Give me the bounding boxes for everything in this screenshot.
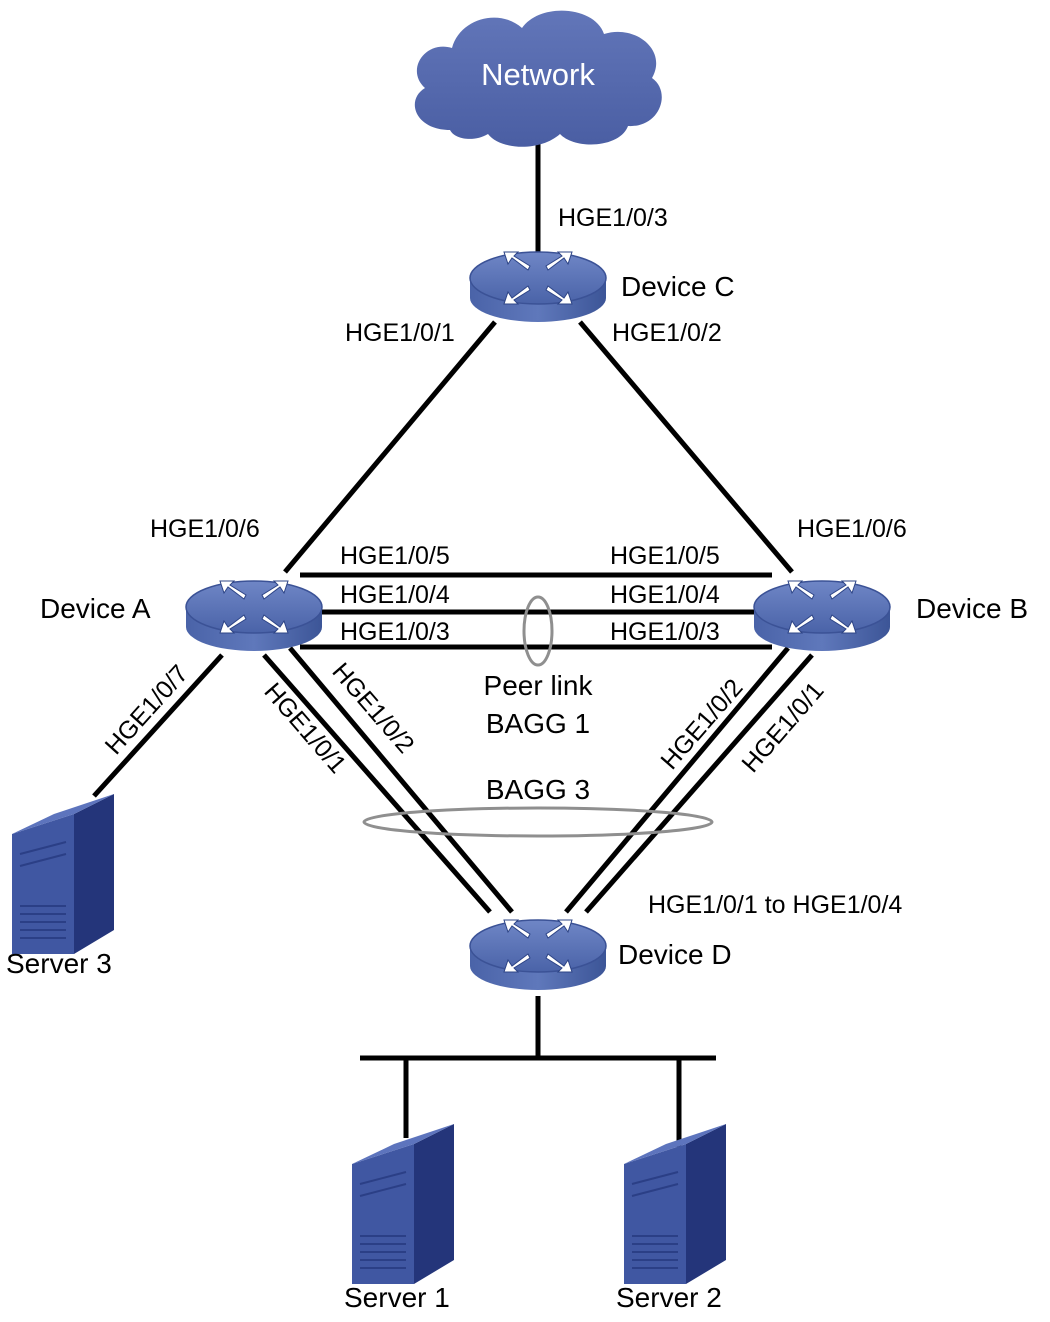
port-a-p3: HGE1/0/3 [340,618,450,646]
link-device-a-to-server-3 [92,653,224,798]
link-b-d-hge2 [564,646,790,914]
server-2-label: Server 2 [616,1282,722,1313]
port-c-to-b: HGE1/0/2 [612,319,722,347]
port-a-to-c: HGE1/0/6 [150,515,260,543]
port-b-p3: HGE1/0/3 [610,618,720,646]
link-a-d-hge2 [288,646,514,914]
device-a-label: Device A [40,593,151,624]
bagg3-ring [362,806,714,838]
link-device-c-to-device-b [578,320,794,574]
server-1-label: Server 1 [344,1282,450,1313]
server-2-icon [624,1124,727,1284]
device-a-switch-icon [185,580,323,652]
link-device-c-to-device-a [283,320,497,574]
port-c-uplink: HGE1/0/3 [558,204,668,232]
server-3-icon [12,794,115,954]
server-3-label: Server 3 [6,948,112,979]
cloud-shape [414,10,662,147]
port-b-to-d-2: HGE1/0/2 [655,674,748,775]
link-a-d-hge1 [262,653,492,914]
device-d-switch-icon [469,919,607,991]
port-c-to-a: HGE1/0/1 [345,319,455,347]
network-cloud: Network [414,10,662,147]
port-a-to-server3: HGE1/0/7 [100,660,194,760]
cloud-label: Network [481,57,595,92]
link-b-d-hge1 [584,653,814,914]
port-a-p4: HGE1/0/4 [340,581,450,609]
device-b-switch-icon [753,580,891,652]
bagg1-ring [522,595,554,667]
device-c-label: Device C [621,271,735,302]
bagg3-label: BAGG 3 [486,774,590,805]
port-a-p5: HGE1/0/5 [340,542,450,570]
peer-link-label: Peer link [484,670,594,701]
device-c-switch-icon [469,251,607,323]
links [92,140,814,1158]
server-1-icon [352,1124,455,1284]
bagg1-label: BAGG 1 [486,708,590,739]
port-b-p4: HGE1/0/4 [610,581,720,609]
port-b-p5: HGE1/0/5 [610,542,720,570]
device-b-label: Device B [916,593,1028,624]
port-b-to-c: HGE1/0/6 [797,515,907,543]
device-d-label: Device D [618,939,732,970]
port-a-to-d-1: HGE1/0/1 [258,678,351,779]
port-d-ports: HGE1/0/1 to HGE1/0/4 [648,891,902,919]
